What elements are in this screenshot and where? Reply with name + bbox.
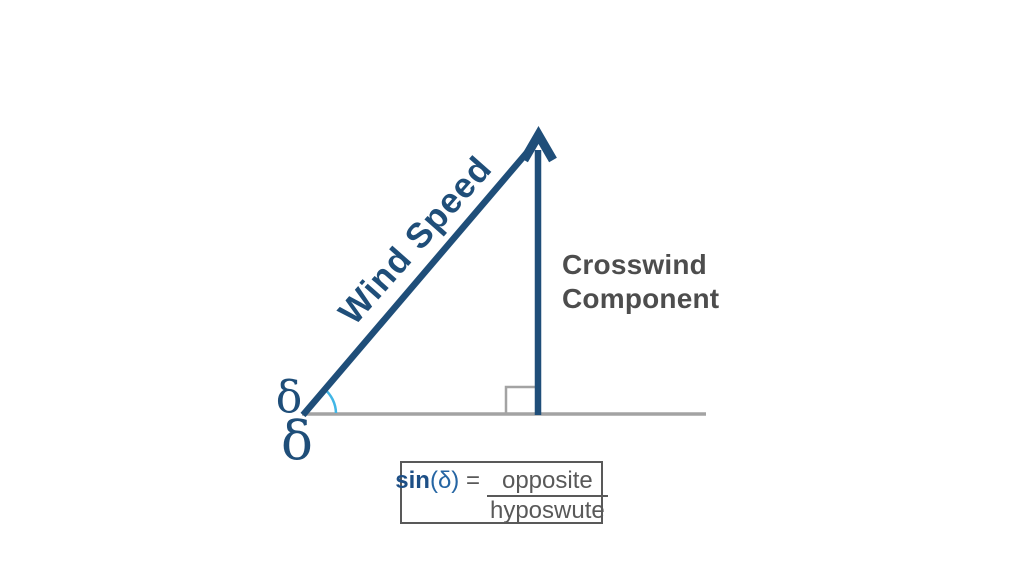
crosswind-label-line1: Crosswind — [562, 249, 707, 280]
formula-numerator: opposite — [486, 466, 608, 497]
formula-equals: = — [465, 467, 480, 494]
sine-formula-box: sin(δ) = opposite hyposwute — [395, 461, 608, 524]
angle-delta-upper-label: δ — [276, 372, 303, 423]
formula-fraction: opposite hyposwute — [486, 466, 608, 524]
right-angle-marker — [504, 385, 536, 413]
wind-speed-label: Wind Speed — [331, 149, 499, 332]
formula-left: sin(δ) = — [395, 466, 480, 496]
formula-sin: sin — [395, 467, 430, 494]
wind-speed-vector-line — [300, 146, 533, 418]
formula-denominator: hyposwute — [489, 497, 605, 524]
crosswind-label-line2: Component — [562, 283, 720, 314]
formula-angle: (δ) — [429, 467, 460, 494]
angle-delta-lower-label: δ — [281, 411, 313, 472]
arrowhead-icon — [520, 126, 557, 163]
crosswind-component-label: Crosswind Component — [562, 248, 719, 316]
